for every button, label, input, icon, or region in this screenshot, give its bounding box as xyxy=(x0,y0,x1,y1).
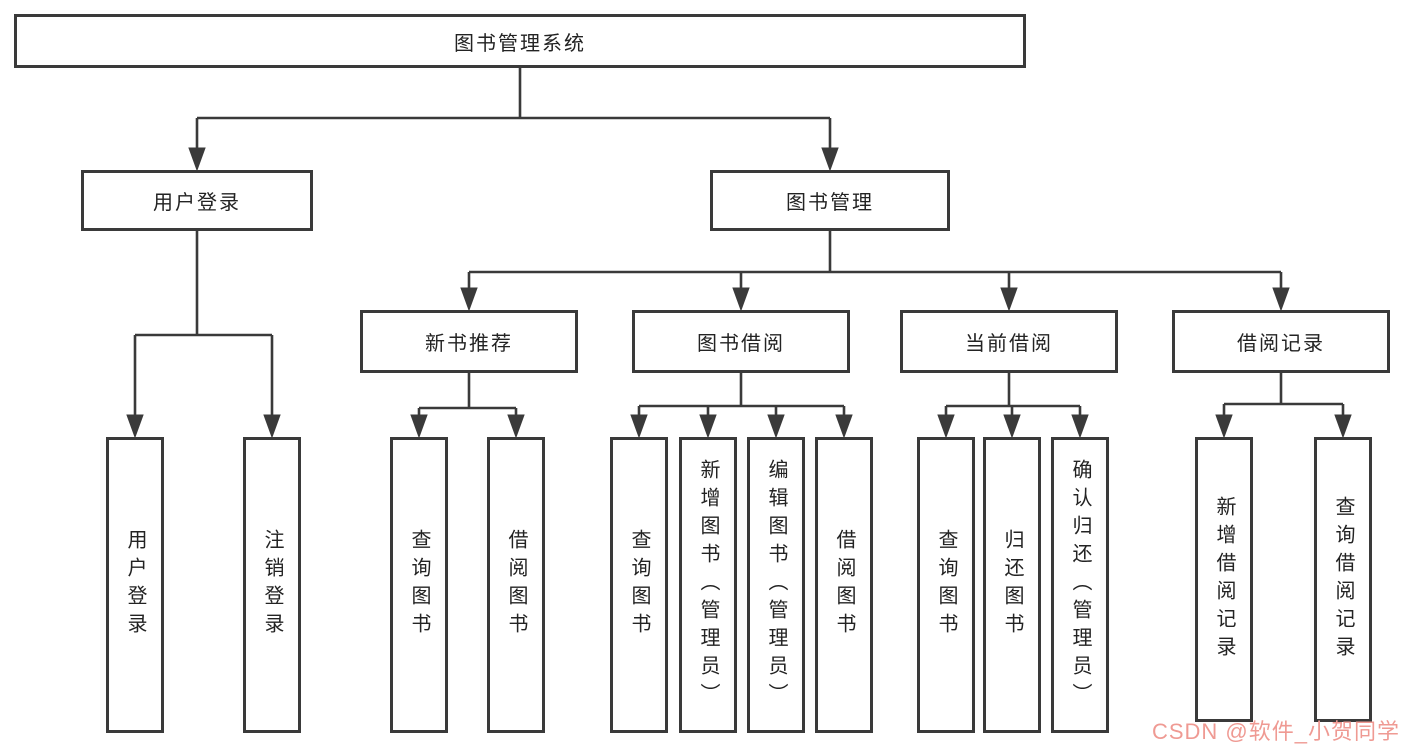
leaf-label: 新增借阅记录 xyxy=(1213,495,1235,664)
leaf-label: 新增图书（管理员） xyxy=(697,459,719,711)
node-user-login: 用户登录 xyxy=(81,170,313,231)
leaf-query-books: 查询图书 xyxy=(610,437,668,733)
connector-root-to-level2 xyxy=(188,68,839,172)
leaf-label: 编辑图书（管理员） xyxy=(765,459,787,711)
leaf-borrow-books: 借阅图书 xyxy=(487,437,545,733)
node-book-management: 图书管理 xyxy=(710,170,950,231)
leaf-borrow-books: 借阅图书 xyxy=(815,437,873,733)
leaf-label: 查询图书 xyxy=(935,529,957,641)
leaf-return-books: 归还图书 xyxy=(983,437,1041,733)
leaf-label: 查询图书 xyxy=(408,529,430,641)
leaf-label: 用户登录 xyxy=(124,529,146,641)
leaf-add-books-admin: 新增图书（管理员） xyxy=(679,437,737,733)
leaf-edit-books-admin: 编辑图书（管理员） xyxy=(747,437,805,733)
connector-book-borrow-children xyxy=(630,373,853,439)
leaf-label: 归还图书 xyxy=(1001,529,1023,641)
leaf-add-borrow-record: 新增借阅记录 xyxy=(1195,437,1253,722)
connector-current-borrow-children xyxy=(937,373,1089,439)
leaf-label: 确认归还（管理员） xyxy=(1069,459,1091,711)
leaf-label: 查询图书 xyxy=(628,529,650,641)
leaf-query-borrow-record: 查询借阅记录 xyxy=(1314,437,1372,722)
leaf-query-books: 查询图书 xyxy=(917,437,975,733)
csdn-watermark: CSDN @软件_小贺同学 xyxy=(1151,719,1400,744)
leaf-label: 查询借阅记录 xyxy=(1332,495,1354,664)
node-library-management-system: 图书管理系统 xyxy=(14,14,1026,68)
leaf-user-login: 用户登录 xyxy=(106,437,164,733)
node-label: 图书管理 xyxy=(786,192,874,214)
connector-book-management-modules xyxy=(460,231,1290,312)
connector-new-book-recommend-children xyxy=(410,373,525,439)
node-current-borrow: 当前借阅 xyxy=(900,310,1118,373)
leaf-logout: 注销登录 xyxy=(243,437,301,733)
leaf-label: 借阅图书 xyxy=(833,529,855,641)
node-label: 图书管理系统 xyxy=(454,32,586,55)
node-label: 用户登录 xyxy=(153,192,241,214)
connector-user-login-children xyxy=(126,231,281,439)
node-label: 借阅记录 xyxy=(1237,333,1325,355)
node-book-borrow: 图书借阅 xyxy=(632,310,850,373)
connector-borrow-records-children xyxy=(1215,373,1352,439)
leaf-query-books: 查询图书 xyxy=(390,437,448,733)
node-borrow-records: 借阅记录 xyxy=(1172,310,1390,373)
leaf-confirm-return-admin: 确认归还（管理员） xyxy=(1051,437,1109,733)
node-label: 新书推荐 xyxy=(425,333,513,355)
node-new-book-recommend: 新书推荐 xyxy=(360,310,578,373)
node-label: 图书借阅 xyxy=(697,333,785,355)
leaf-label: 借阅图书 xyxy=(505,529,527,641)
node-label: 当前借阅 xyxy=(965,333,1053,355)
leaf-label: 注销登录 xyxy=(261,529,283,641)
